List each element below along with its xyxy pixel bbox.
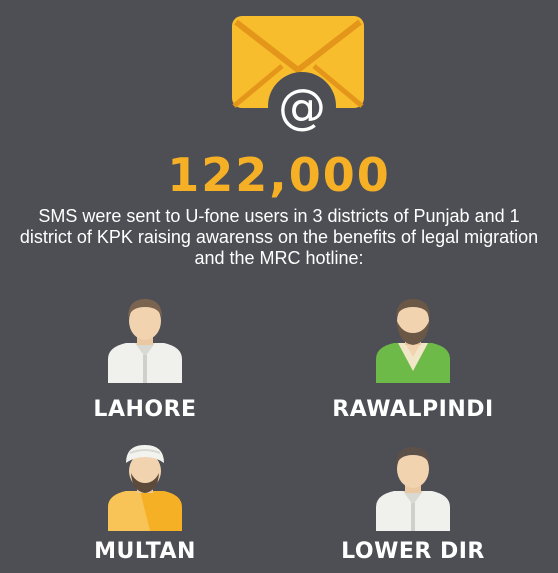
man-avatar-icon [376,447,450,531]
district-lahore: LAHORE [35,293,255,423]
sms-description: SMS were sent to U-fone users in 3 distr… [19,206,539,268]
at-sign-icon: @ [278,79,326,135]
district-lower-dir: LOWER DIR [303,441,523,565]
district-label: LOWER DIR [341,539,485,564]
district-label: LAHORE [93,397,197,422]
email-envelope-icon: @ [230,14,366,142]
district-multan: MULTAN [35,441,255,565]
turbaned-man-avatar-icon [108,445,182,531]
man-avatar-icon [108,299,182,383]
district-rawalpindi: RAWALPINDI [303,293,523,423]
district-label: MULTAN [94,539,196,564]
bearded-man-avatar-icon [376,299,450,383]
district-label: RAWALPINDI [332,397,494,422]
sms-count: 122,000 [167,148,391,202]
